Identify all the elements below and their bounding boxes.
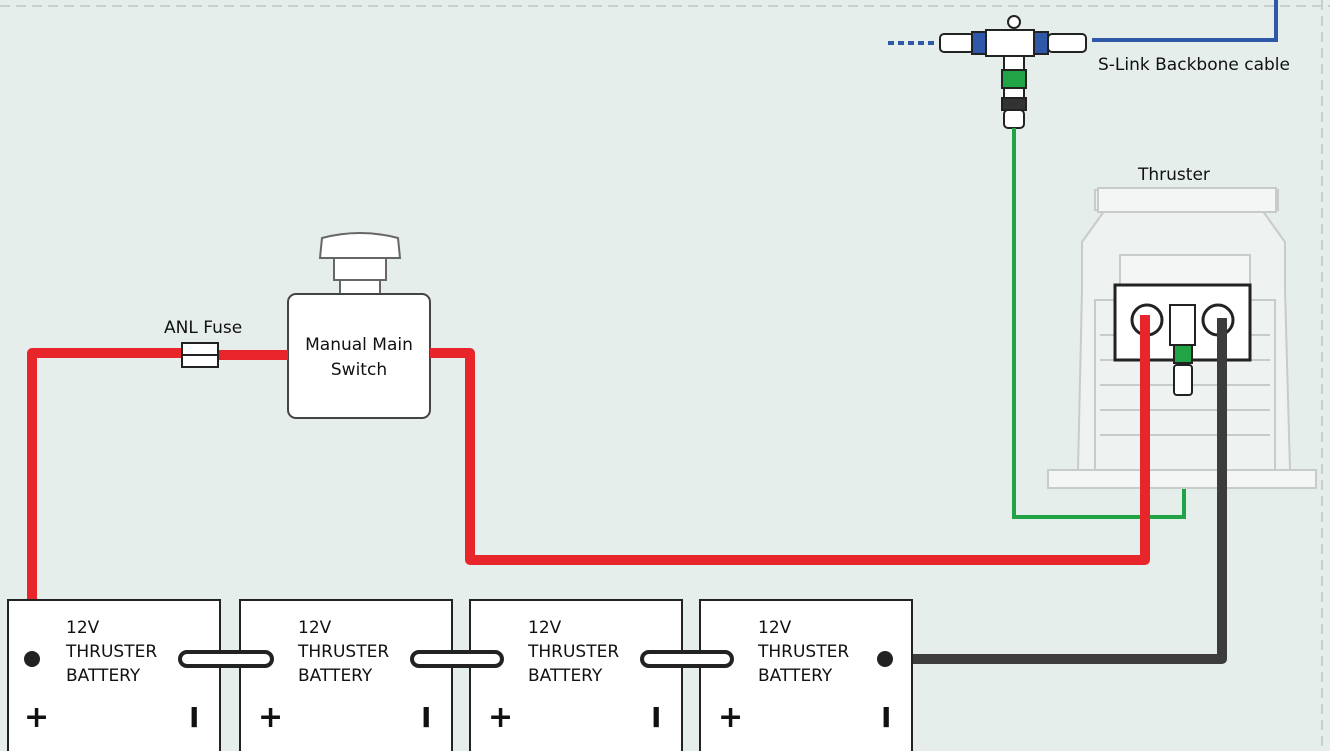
switch-label-line1: Manual Main xyxy=(305,335,413,355)
battery-3-plus: + xyxy=(488,700,513,735)
jumper-3-4 xyxy=(640,650,734,668)
battery-2-voltage: 12V xyxy=(298,618,332,638)
battery-2-label-line1: THRUSTER xyxy=(297,642,389,662)
manual-main-switch xyxy=(287,232,431,419)
positive-cable-thruster xyxy=(430,315,1150,565)
battery-4-plus: + xyxy=(718,700,743,735)
battery-4-label-line2: BATTERY xyxy=(758,666,833,686)
battery-1-positive-terminal xyxy=(24,651,40,667)
anl-fuse-label: ANL Fuse xyxy=(164,318,242,338)
battery-4-voltage: 12V xyxy=(758,618,792,638)
battery-3-label-line2: BATTERY xyxy=(528,666,603,686)
battery-1-voltage: 12V xyxy=(66,618,100,638)
battery-3-voltage: 12V xyxy=(528,618,562,638)
backbone-cable xyxy=(1092,0,1278,42)
t-connector xyxy=(939,15,1087,129)
switch-label-line2: Switch xyxy=(331,360,387,380)
battery-3-minus: I xyxy=(651,701,661,734)
battery-1-label-line1: THRUSTER xyxy=(65,642,157,662)
negative-cable-thruster xyxy=(888,318,1227,664)
battery-4-minus: I xyxy=(881,701,891,734)
battery-1-plus: + xyxy=(24,700,49,735)
terminal-block xyxy=(1113,283,1252,396)
jumper-1-2 xyxy=(178,650,274,668)
battery-4-negative-terminal xyxy=(877,651,893,667)
backbone-cable-label: S-Link Backbone cable xyxy=(1098,55,1290,75)
battery-1-minus: I xyxy=(189,701,199,734)
battery-2-plus: + xyxy=(258,700,283,735)
battery-2-label-line2: BATTERY xyxy=(298,666,373,686)
battery-1-label-line2: BATTERY xyxy=(66,666,141,686)
battery-3-label-line1: THRUSTER xyxy=(527,642,619,662)
positive-cable-fuse-in xyxy=(27,348,182,657)
battery-4-label-line1: THRUSTER xyxy=(757,642,849,662)
thruster-label: Thruster xyxy=(1137,165,1210,185)
battery-1 xyxy=(7,599,221,756)
battery-4 xyxy=(699,599,913,756)
battery-3 xyxy=(469,599,683,756)
battery-2-minus: I xyxy=(421,701,431,734)
battery-2 xyxy=(239,599,453,756)
jumper-2-3 xyxy=(410,650,504,668)
